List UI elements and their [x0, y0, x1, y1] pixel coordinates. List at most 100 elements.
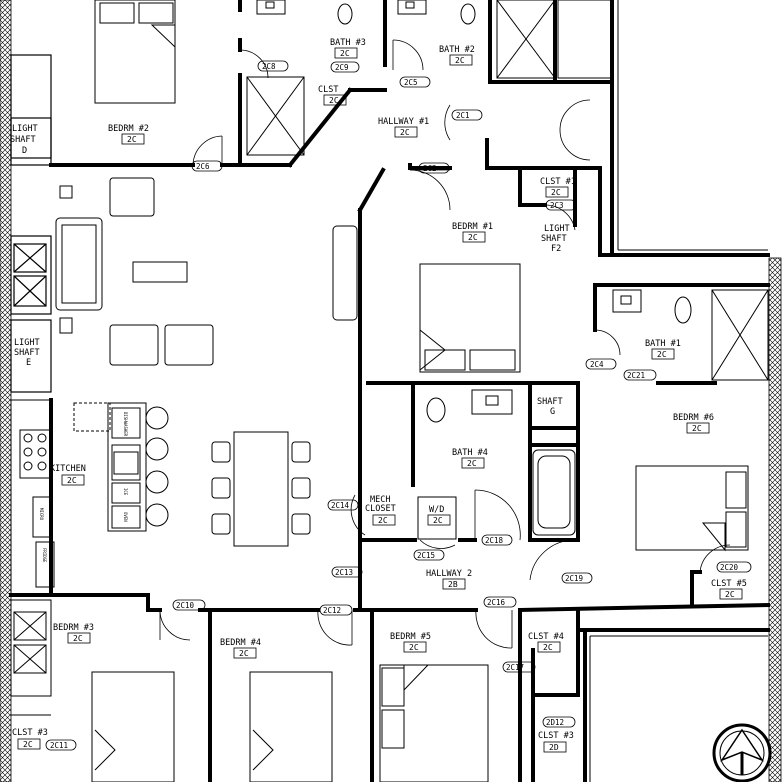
oven-label: OVEN — [123, 512, 128, 522]
light-shaft-e-line2: SHAFT — [14, 348, 40, 358]
door-2c21: 2C21 — [627, 371, 645, 380]
light-shaft-e — [10, 235, 52, 393]
bath1-code: 2C — [657, 350, 667, 359]
building-outline — [589, 0, 768, 782]
mech-closet-line2: CLOSET — [365, 504, 396, 514]
light-shaft-d-line3: D — [22, 146, 27, 156]
clst-left-code: 2C — [23, 740, 33, 749]
light-shaft-e-line3: E — [26, 358, 31, 368]
bed-bedrm4 — [249, 671, 333, 782]
light-shaft-e-line1: LIGHT — [14, 338, 40, 348]
bed-bedrm1 — [419, 263, 521, 373]
ice-label: ICE — [123, 488, 128, 496]
clst3-lower-name: CLST #3 — [538, 731, 574, 741]
mech-closet-code: 2C — [378, 516, 388, 525]
door-2c18: 2C18 — [485, 536, 504, 545]
shaft-g-line1: SHAFT — [537, 397, 563, 407]
door-2c15: 2C15 — [417, 551, 435, 560]
bedrm6-name: BEDRM #6 — [673, 413, 714, 423]
north-arrow-icon — [712, 723, 772, 782]
door-2c17: 2C17 — [506, 663, 524, 672]
fridge-label: FRIDGE — [42, 548, 47, 563]
clst-upper-code: 2C — [329, 96, 339, 105]
door-2c12: 2C12 — [323, 606, 341, 615]
bed-bedrm6 — [635, 465, 749, 552]
light-shaft-d-line2: SHAFT — [10, 135, 36, 145]
bedrm3-name: BEDRM #3 — [53, 623, 94, 633]
door-2c3: 2C3 — [550, 201, 564, 210]
bath2-fixtures — [397, 0, 613, 79]
bedrm1-code: 2C — [468, 233, 478, 242]
kitchen-fixtures — [10, 399, 169, 596]
micro-label: MICRO — [39, 508, 44, 521]
hallway1-code: 2C — [400, 128, 410, 137]
clst5-name: CLST #5 — [711, 579, 747, 589]
door-2c8: 2C8 — [262, 62, 276, 71]
bedrm2-code: 2C — [127, 135, 137, 144]
kitchen-code: 2C — [67, 476, 77, 485]
bath4-fixtures — [426, 389, 576, 536]
wd-code: 2C — [433, 516, 443, 525]
door-2c20: 2C20 — [720, 563, 739, 572]
light-shaft-d-line1: LIGHT — [12, 124, 38, 134]
clst-left-name: CLST #3 — [12, 728, 48, 738]
bedrm3-code: 2C — [73, 634, 83, 643]
door-2c4: 2C4 — [590, 360, 604, 369]
kitchen-name: KITCHEN — [50, 464, 86, 474]
clst1-code: 2C — [551, 188, 561, 197]
clst4-name: CLST #4 — [528, 632, 564, 642]
bedrm4-name: BEDRM #4 — [220, 638, 261, 648]
door-2c16: 2C16 — [487, 598, 506, 607]
wd-name: W/D — [429, 505, 444, 515]
door-2c5: 2C5 — [404, 78, 418, 87]
bath1-fixtures — [612, 289, 769, 381]
door-2d12: 2D12 — [546, 718, 564, 727]
door-2c9: 2C9 — [335, 63, 349, 72]
bath1-name: BATH #1 — [645, 339, 681, 349]
bedrm2-name: BEDRM #2 — [108, 124, 149, 134]
door-2c19: 2C19 — [565, 574, 583, 583]
door-2c2: 2C2 — [423, 164, 437, 173]
clst3-lower-code: 2D — [549, 743, 559, 752]
door-tags — [45, 60, 752, 751]
bath3-fixtures — [246, 0, 353, 156]
door-2c14: 2C14 — [331, 501, 350, 510]
door-2c6: 2C6 — [196, 162, 210, 171]
bed-bedrm3 — [91, 671, 175, 782]
bedrm3-closet-cabinet — [10, 599, 52, 716]
appliance-labels: DISHWASHER ICE OVEN MICRO FRIDGE — [39, 412, 128, 563]
door-2c1: 2C1 — [456, 111, 470, 120]
clst5-code: 2C — [725, 590, 735, 599]
bath4-code: 2C — [467, 459, 477, 468]
dishwasher-label: DISHWASHER — [123, 412, 128, 437]
door-tag-labels: 2C8 2C9 2C5 2C1 2C6 2C2 2C3 2C4 2C21 2C1… — [50, 62, 739, 750]
hallway1-name: HALLWAY #1 — [378, 117, 429, 127]
door-2c13: 2C13 — [335, 568, 353, 577]
light-shaft-f2-line2: SHAFT — [541, 234, 567, 244]
bedrm1-name: BEDRM #1 — [452, 222, 493, 232]
bedrm5-name: BEDRM #5 — [390, 632, 431, 642]
clst1-name: CLST #1 — [540, 177, 576, 187]
bath4-name: BATH #4 — [452, 448, 488, 458]
room-labels: BATH #3 2C BATH #2 2C CLST 2C HALLWAY #1… — [10, 38, 747, 753]
door-2c11: 2C11 — [50, 741, 68, 750]
bath3-name: BATH #3 — [330, 38, 366, 48]
light-shaft-d — [10, 54, 52, 166]
light-shaft-f2-line1: LIGHT — [544, 224, 570, 234]
bedrm5-code: 2C — [409, 643, 419, 652]
living-furniture — [55, 177, 358, 366]
shaft-g-line2: G — [550, 407, 555, 417]
bedrm4-code: 2C — [239, 649, 249, 658]
bath3-code: 2C — [340, 49, 350, 58]
dining-table — [211, 431, 311, 547]
clst-upper-name: CLST — [318, 85, 338, 95]
door-2c10: 2C10 — [176, 601, 195, 610]
bedrm6-code: 2C — [692, 424, 702, 433]
mech-closet-line1: MECH — [370, 495, 390, 505]
bath2-name: BATH #2 — [439, 45, 475, 55]
door-swings — [159, 39, 731, 649]
clst4-code: 2C — [543, 643, 553, 652]
hallway2-name: HALLWAY 2 — [426, 569, 472, 579]
